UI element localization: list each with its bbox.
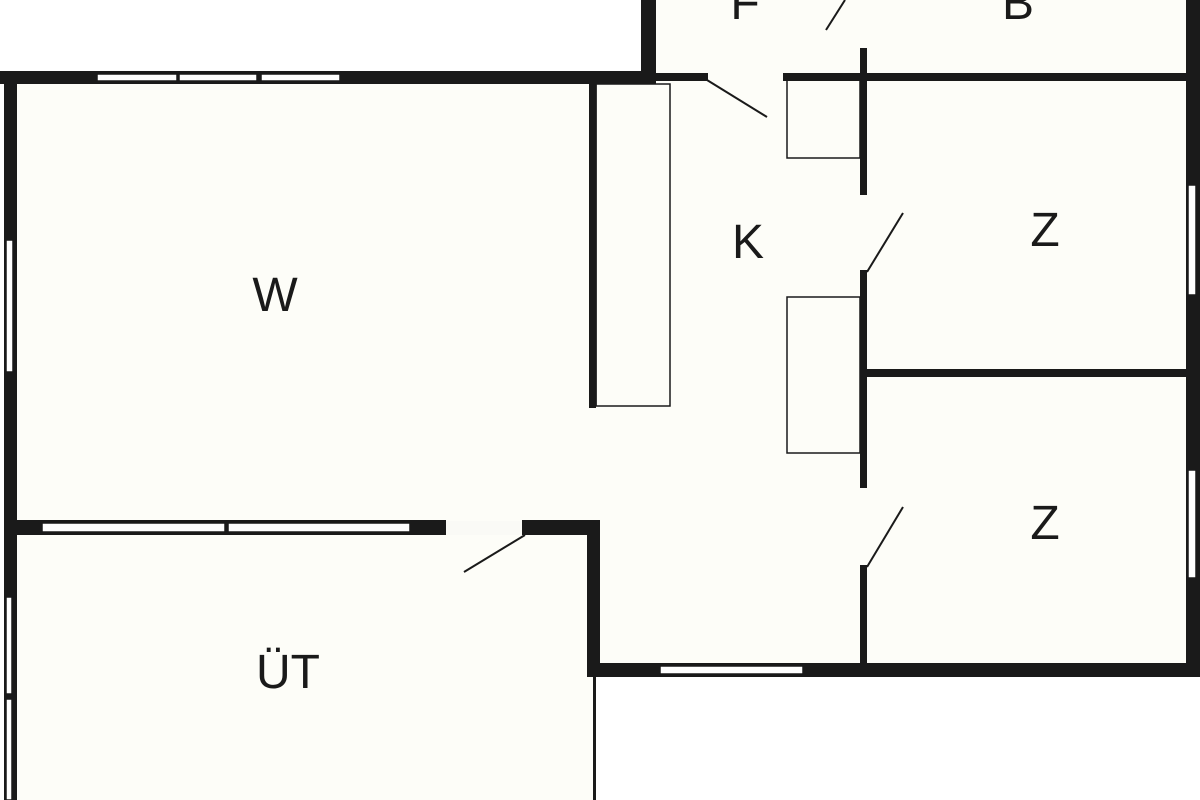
- floor-areas: [5, 0, 1200, 800]
- door-swings: [463, 0, 904, 573]
- room-label-bedroom-2: Z: [1030, 497, 1060, 550]
- room-label-living: W: [252, 269, 298, 322]
- room-label-terrace: ÜT: [256, 646, 320, 699]
- room-label-bedroom-1: Z: [1030, 204, 1060, 257]
- room-label-hall: F: [730, 0, 760, 30]
- windows: [5, 73, 1197, 800]
- room-label-bath: B: [1001, 0, 1035, 30]
- terrace-door-opening: [446, 521, 522, 535]
- fixtures: [595, 79, 861, 454]
- wardrobe-middle: [786, 296, 861, 454]
- wardrobe-top: [786, 79, 861, 159]
- room-label-kitchen: K: [731, 216, 765, 269]
